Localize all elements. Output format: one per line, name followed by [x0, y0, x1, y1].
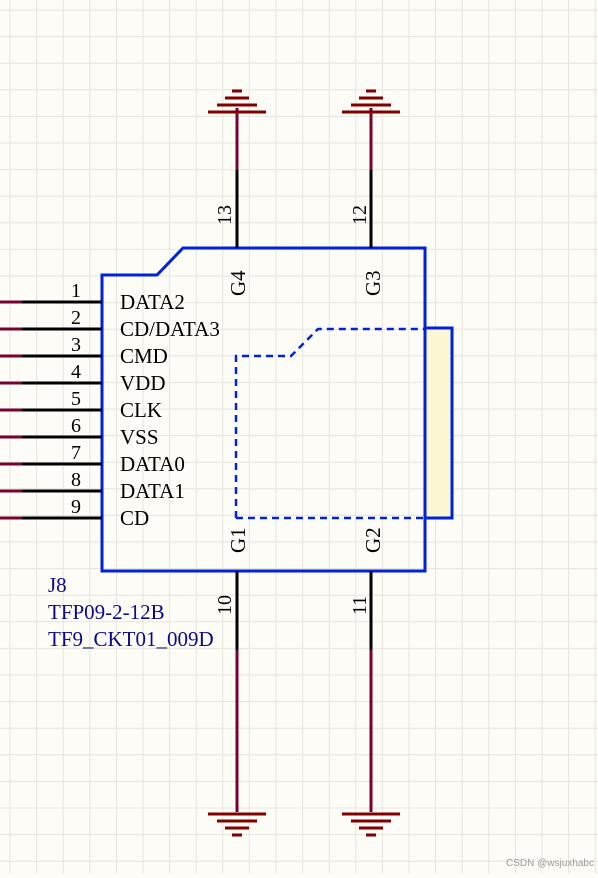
pin-5[interactable]: 5 CLK — [0, 388, 162, 422]
pin-name: CD/DATA3 — [120, 317, 220, 341]
pin-7[interactable]: 7 DATA0 — [0, 442, 185, 476]
pin-12[interactable]: 12 G3 — [349, 108, 385, 296]
pin-number: 11 — [349, 596, 371, 615]
pin-number: 2 — [71, 307, 81, 329]
pin-name: VDD — [120, 371, 166, 395]
pin-name: G3 — [361, 270, 385, 296]
pin-number: 12 — [349, 205, 371, 225]
ground-symbol-top-left[interactable] — [208, 89, 266, 114]
pin-10[interactable]: 10 G1 — [214, 527, 250, 812]
pin-2[interactable]: 2 CD/DATA3 — [0, 307, 220, 341]
card-outline-dashed — [234, 327, 425, 520]
part-number[interactable]: TFP09-2-12B — [48, 600, 165, 624]
pin-number: 5 — [71, 388, 81, 410]
pin-number: 4 — [71, 361, 81, 383]
pin-name: DATA1 — [120, 479, 185, 503]
component-body[interactable] — [100, 246, 427, 573]
footprint[interactable]: TF9_CKT01_009D — [48, 627, 214, 651]
pin-name: DATA2 — [120, 290, 185, 314]
pin-name: G4 — [226, 270, 250, 296]
pin-number: 7 — [71, 442, 81, 464]
watermark: CSDN @wsjuxhabc — [506, 858, 594, 869]
pin-name: G1 — [226, 527, 250, 553]
pin-number: 1 — [71, 280, 81, 302]
pin-name: CLK — [120, 398, 162, 422]
pin-11[interactable]: 11 G2 — [349, 527, 385, 812]
pin-number: 3 — [71, 334, 81, 356]
pin-name: DATA0 — [120, 452, 185, 476]
pin-8[interactable]: 8 DATA1 — [0, 469, 185, 503]
designator[interactable]: J8 — [48, 573, 67, 597]
pin-number: 13 — [214, 205, 236, 225]
pin-name: G2 — [361, 527, 385, 553]
pin-9[interactable]: 9 CD — [0, 496, 149, 530]
pin-number: 6 — [71, 415, 81, 437]
pin-number: 10 — [214, 595, 236, 615]
ground-symbol-bottom-right[interactable] — [342, 812, 400, 837]
pin-number: 8 — [71, 469, 81, 491]
pin-3[interactable]: 3 CMD — [0, 334, 168, 368]
ground-symbol-bottom-left[interactable] — [208, 812, 266, 837]
card-slot-fill — [423, 326, 454, 520]
left-pins: 1 DATA2 2 CD/DATA3 3 CMD 4 VDD 5 CLK 6 VSS 7 DATA0 8 DA… — [0, 280, 220, 530]
pin-6[interactable]: 6 VSS — [0, 415, 159, 449]
pin-4[interactable]: 4 VDD — [0, 361, 166, 395]
pin-13[interactable]: 13 G4 — [214, 108, 250, 296]
pin-name: VSS — [120, 425, 159, 449]
pin-name: CMD — [120, 344, 168, 368]
ground-symbol-top-right[interactable] — [342, 89, 400, 114]
pin-1[interactable]: 1 DATA2 — [0, 280, 185, 314]
pin-number: 9 — [71, 496, 81, 518]
pin-name: CD — [120, 506, 149, 530]
